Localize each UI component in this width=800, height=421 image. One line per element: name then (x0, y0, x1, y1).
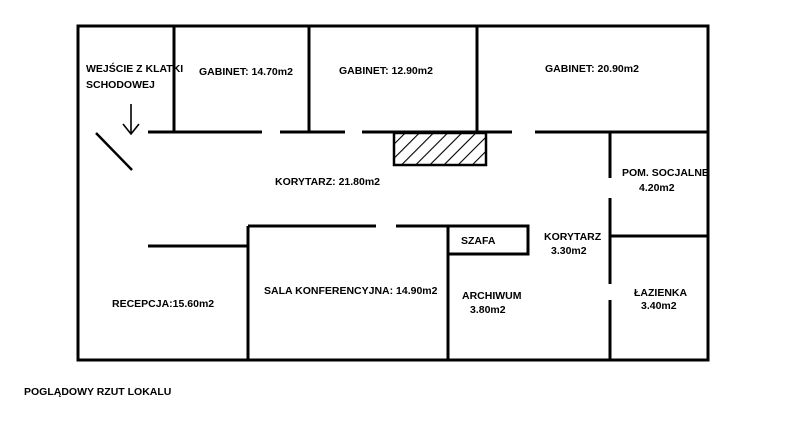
reception-label: RECEPCJA:15.60m2 (112, 298, 214, 310)
down-arrow-icon (122, 104, 140, 136)
bathroom-label-line2: 3.40m2 (641, 300, 677, 312)
hatched-shaft (392, 131, 488, 167)
corridor-small-label-line1: KORYTARZ (544, 231, 602, 243)
entrance-label-line2: SCHODOWEJ (86, 79, 155, 91)
corridor-main-label: KORYTARZ: 21.80m2 (275, 176, 380, 188)
corridor-small-label-line2: 3.30m2 (551, 245, 587, 257)
bathroom-label-line1: ŁAZIENKA (634, 287, 687, 299)
archive-label-line2: 3.80m2 (470, 304, 506, 316)
social-room-label-line1: POM. SOCJALNE (622, 167, 709, 179)
wardrobe-label: SZAFA (461, 235, 496, 247)
entrance-door (95, 132, 133, 171)
entrance-label-line1: WEJŚCIE Z KLATKI (86, 62, 183, 75)
social-room-label-line2: 4.20m2 (639, 182, 675, 194)
office2-label: GABINET: 12.90m2 (339, 65, 433, 77)
archive-label-line1: ARCHIWUM (462, 290, 522, 302)
office1-label: GABINET: 14.70m2 (199, 66, 293, 78)
conference-room-label: SALA KONFERENCYJNA: 14.90m2 (264, 285, 438, 297)
office3-label: GABINET: 20.90m2 (545, 63, 639, 75)
wardrobe-box (446, 224, 530, 256)
outer-wall (76, 24, 710, 362)
plan-caption: POGLĄDOWY RZUT LOKALU (24, 386, 171, 398)
